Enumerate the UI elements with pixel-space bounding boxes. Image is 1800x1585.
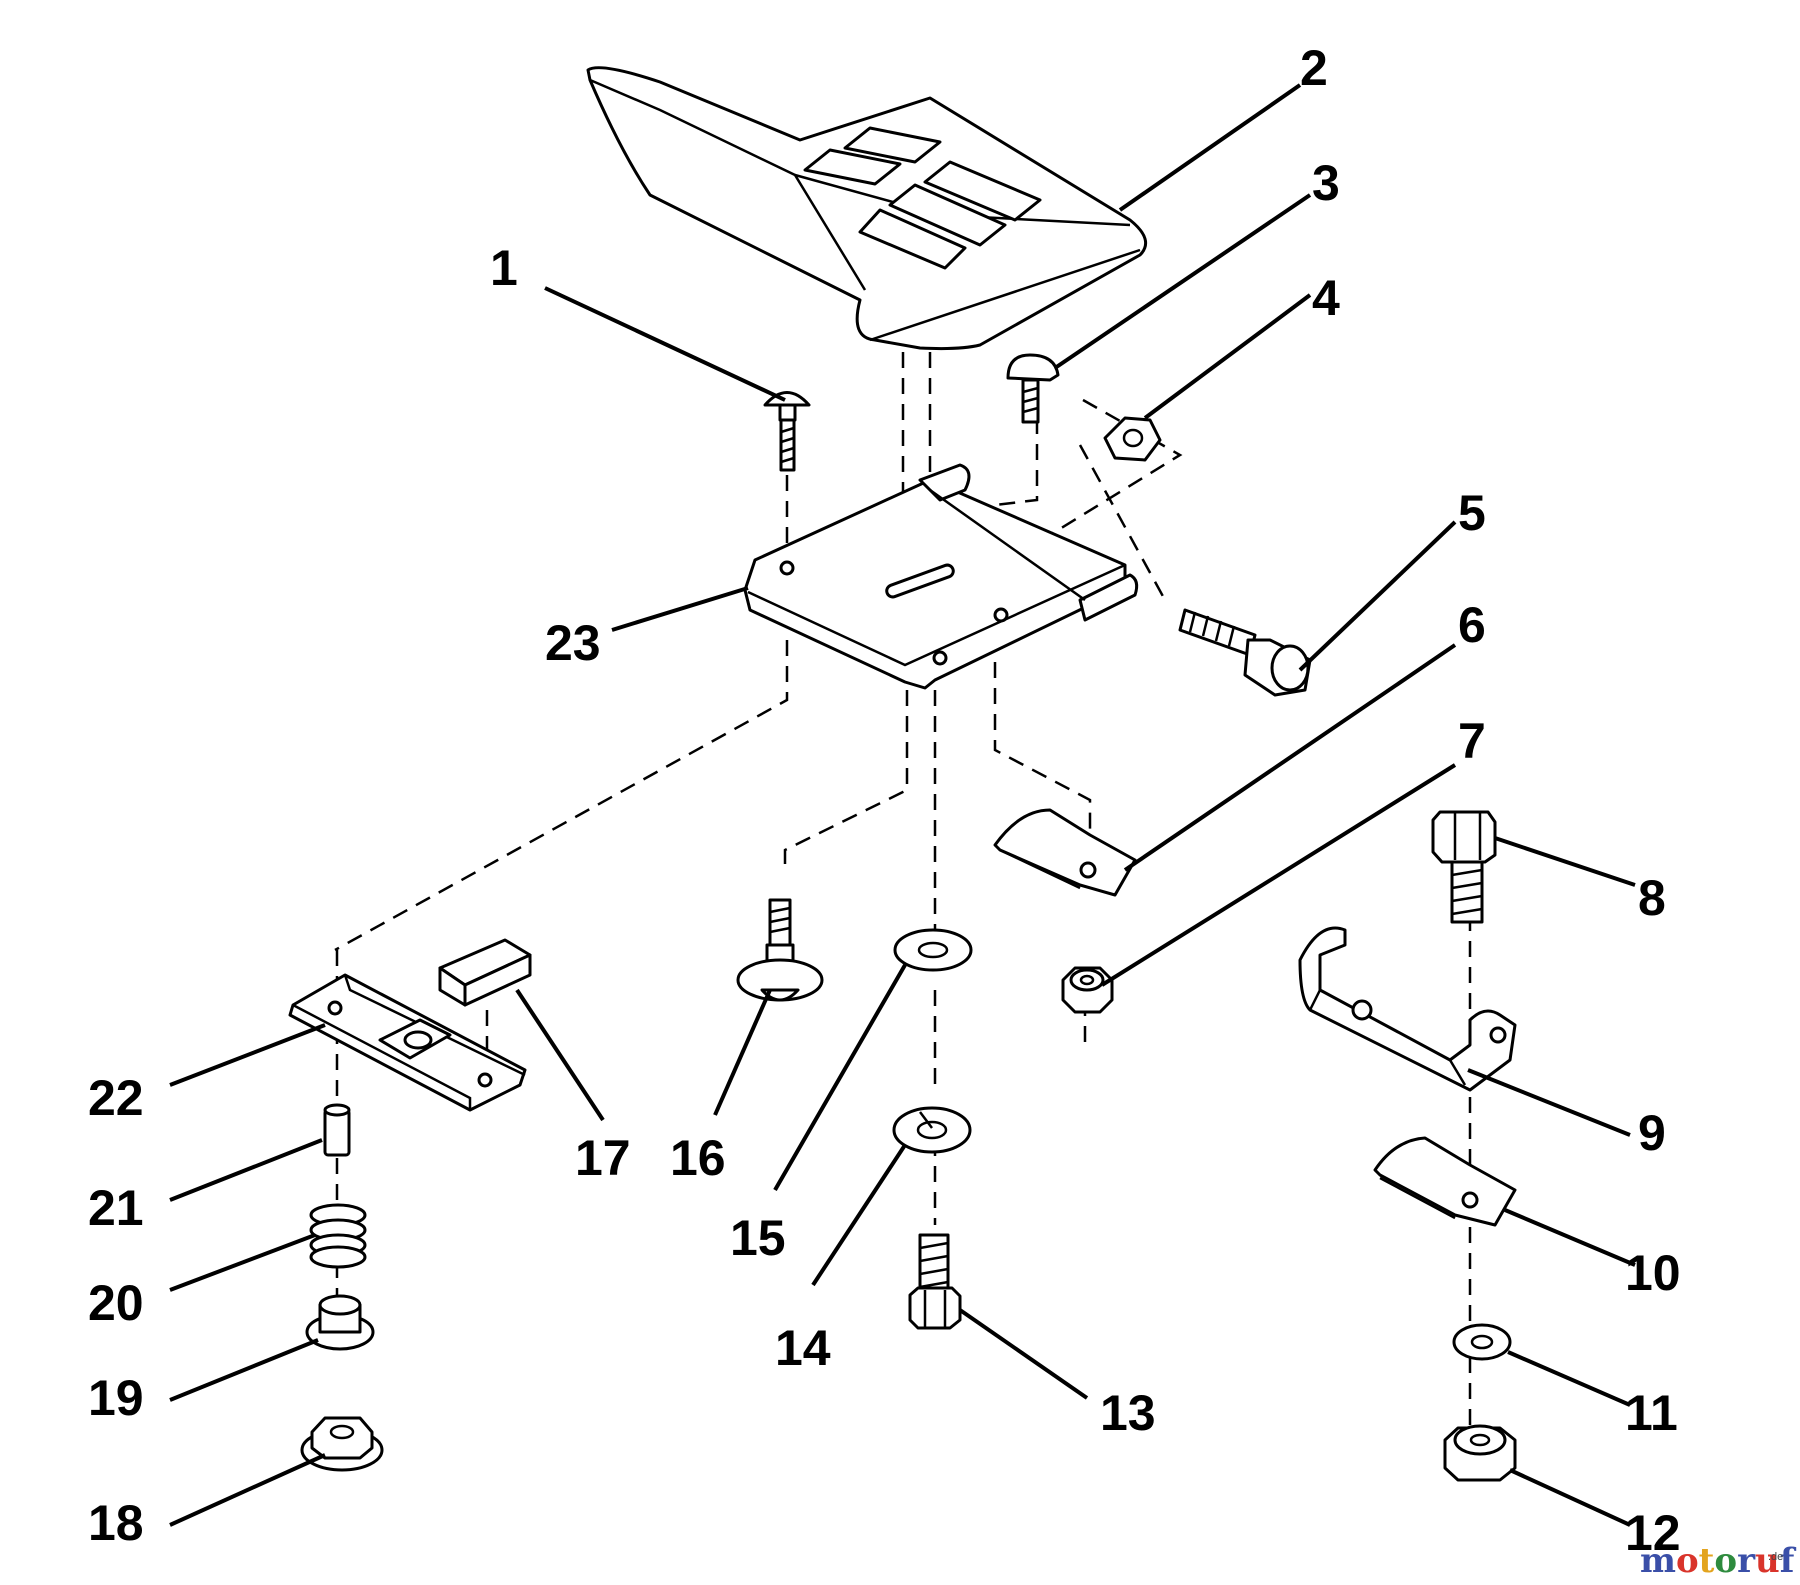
seat (586, 66, 1148, 351)
callout-5: 5 (1458, 485, 1486, 541)
callout-12: 12 (1625, 1505, 1681, 1561)
callout-11: 11 (1625, 1385, 1678, 1441)
watermark-logo: motoruf .de (1640, 1541, 1797, 1581)
callout-10: 10 (1625, 1245, 1681, 1301)
flange-nut (300, 1416, 384, 1472)
slide-plate (288, 973, 527, 1112)
carriage-bolt (763, 391, 811, 472)
callout-19: 19 (88, 1370, 144, 1426)
callout-22: 22 (88, 1070, 144, 1126)
watermark-suffix: .de (1768, 1551, 1783, 1563)
callout-4: 4 (1312, 270, 1340, 326)
bracket-9 (1298, 926, 1517, 1092)
bushing (305, 1294, 375, 1351)
callout-13: 13 (1100, 1385, 1156, 1441)
callout-16: 16 (670, 1130, 726, 1186)
callout-2: 2 (1300, 40, 1328, 96)
watermark-letter: u (1755, 1541, 1780, 1581)
seat-ribs (803, 126, 1042, 270)
watermark-letter: r (1737, 1541, 1756, 1581)
leader-lines (169, 83, 1636, 1527)
shoulder-bolt (736, 898, 824, 1002)
callout-15: 15 (730, 1210, 786, 1266)
seat-pan (743, 463, 1139, 690)
clip-6 (993, 808, 1137, 897)
callout-7: 7 (1458, 713, 1486, 769)
callout-14: 14 (775, 1320, 831, 1376)
clip-10 (1373, 1136, 1517, 1227)
callout-8: 8 (1638, 870, 1666, 926)
flat-washer-15 (893, 928, 973, 972)
callout-1: 1 (490, 240, 518, 296)
flat-washer-11 (1452, 1323, 1512, 1361)
round-head-screw (1006, 353, 1060, 424)
lock-washer-14 (892, 1106, 972, 1154)
watermark-letter: t (1699, 1541, 1715, 1581)
callout-20: 20 (88, 1275, 144, 1331)
hex-bolt-5 (1178, 608, 1312, 697)
watermark-letter: f (1780, 1541, 1797, 1581)
callout-3: 3 (1312, 155, 1340, 211)
callout-9: 9 (1638, 1105, 1666, 1161)
callout-17: 17 (575, 1130, 631, 1186)
hex-bolt-13 (908, 1233, 962, 1330)
callout-numbers: 1 2 3 4 5 6 7 8 9 10 11 12 13 14 15 16 1… (88, 40, 1681, 1561)
rubber-block (438, 938, 532, 1007)
hex-bolt-8 (1431, 810, 1497, 924)
callout-6: 6 (1458, 597, 1486, 653)
watermark-letter: m (1640, 1541, 1676, 1581)
callout-18: 18 (88, 1495, 144, 1551)
watermark-letter: o (1714, 1541, 1737, 1581)
pin (323, 1103, 351, 1157)
svg-text:motoruf: motoruf (1640, 1541, 1797, 1581)
lock-nut-7 (1061, 966, 1114, 1014)
lock-nut-12 (1443, 1424, 1517, 1482)
alignment-lines (334, 352, 1472, 1470)
callout-23: 23 (545, 615, 601, 671)
spring (309, 1203, 367, 1269)
callout-21: 21 (88, 1180, 144, 1236)
hex-nut (1103, 416, 1162, 462)
watermark-letter: o (1676, 1541, 1699, 1581)
